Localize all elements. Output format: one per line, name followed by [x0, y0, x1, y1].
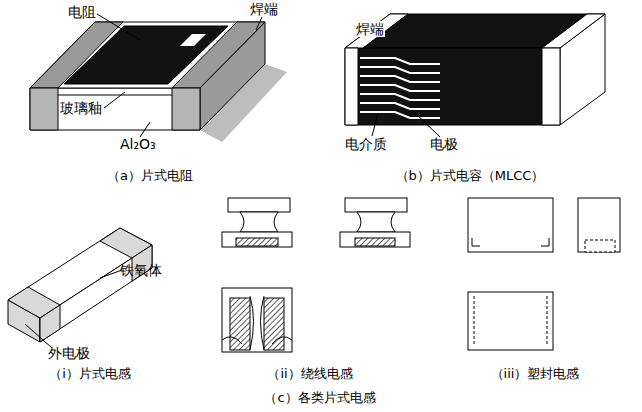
terminal-right-front — [542, 48, 560, 125]
leader-lines — [25, 270, 122, 348]
wirewound-inductor — [222, 198, 410, 352]
part-label: 电阻 — [68, 4, 96, 20]
figure-caption: （a）片式电阻 — [107, 168, 193, 184]
electrode-layer — [360, 103, 440, 109]
terminal-left-top — [345, 14, 408, 48]
electrode-layers — [360, 58, 440, 118]
electrode-layer — [360, 112, 440, 118]
leader-line — [100, 270, 122, 278]
part-label: 电介质 — [345, 136, 387, 152]
top-face — [30, 22, 265, 88]
terminal-mark — [472, 238, 480, 246]
chip-inductor — [8, 228, 152, 342]
electrode-layer — [360, 85, 440, 91]
electrode-layer — [360, 76, 440, 82]
figure-caption: （i）片式电感 — [49, 366, 131, 382]
body — [222, 288, 292, 352]
leader-line — [372, 113, 378, 136]
part-label: 外电极 — [48, 345, 90, 361]
flange — [340, 232, 410, 247]
terminal-mark — [541, 238, 549, 246]
winding — [355, 238, 395, 246]
figure-caption: （iii）塑封电感 — [491, 366, 580, 382]
electrode-layer — [360, 94, 440, 100]
terminal-right-front — [172, 88, 200, 130]
mlcc — [345, 14, 605, 125]
figure-caption: （c）各类片式电感 — [264, 390, 375, 406]
front-face — [345, 48, 560, 125]
resistor-film — [64, 26, 228, 84]
glaze-layer — [58, 95, 172, 96]
flange — [228, 198, 290, 212]
core — [250, 296, 264, 350]
terminal-left-side — [40, 305, 60, 342]
long-side — [40, 245, 152, 342]
body — [578, 198, 620, 252]
terminal — [474, 296, 475, 346]
substrate-front — [30, 88, 200, 130]
figure-caption: （b）片式电容（MLCC） — [396, 168, 545, 184]
flange — [345, 198, 407, 212]
winding — [236, 238, 278, 246]
leader-line — [256, 17, 262, 30]
terminal — [547, 296, 548, 346]
leader-lines — [97, 14, 262, 137]
part-label: Al₂O₃ — [120, 136, 156, 152]
core — [240, 212, 278, 232]
trim-notch — [180, 34, 206, 46]
electrode-layer — [360, 58, 440, 64]
figure-caption: （ii）绕线电感 — [267, 366, 352, 382]
terminal-left-front — [30, 88, 58, 130]
body — [468, 198, 553, 252]
terminal — [222, 337, 292, 344]
core — [357, 212, 395, 232]
leader-lines — [372, 110, 440, 137]
part-label: 玻璃釉 — [60, 100, 102, 116]
leader-line — [97, 14, 140, 40]
molded-inductor — [468, 198, 620, 350]
terminal-right-top — [542, 14, 605, 48]
leader-line — [140, 122, 150, 137]
part-label: 电极 — [430, 136, 458, 152]
leader-line — [25, 324, 52, 348]
terminal-left-front — [345, 48, 358, 125]
flange — [222, 232, 292, 247]
electrode-layer — [360, 67, 440, 73]
part-label: 铁氧体 — [120, 262, 162, 278]
part-label: 焊端 — [250, 1, 278, 17]
leader-line — [104, 92, 125, 108]
leader-line — [412, 110, 440, 137]
top-face — [345, 14, 605, 48]
part-label: 焊端 — [355, 21, 385, 37]
terminal — [585, 240, 615, 252]
chip-resistor — [30, 22, 287, 142]
body — [468, 292, 553, 350]
